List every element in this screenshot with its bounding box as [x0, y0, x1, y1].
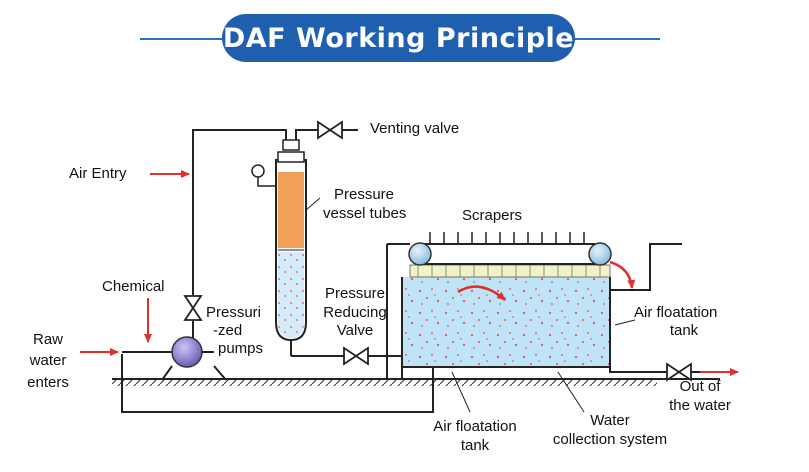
leader-lines [305, 197, 636, 413]
title-rule-right [568, 38, 660, 40]
air-floatation-tank-right-label-1: Air floatation [634, 304, 718, 321]
out-of-water-label-2: the water [669, 397, 731, 414]
chemical-label: Chemical [102, 278, 165, 295]
page-title: DAF Working Principle [222, 14, 575, 62]
raw-water-label-2: water [29, 352, 67, 369]
pressure-vessel [275, 139, 307, 356]
pumps-label-3: pumps [218, 340, 264, 357]
pressure-gauge [251, 164, 276, 187]
water-collection-label-1: Water [590, 412, 630, 429]
pumps-label-2: -zed [213, 322, 243, 339]
air-floatation-tank [386, 243, 682, 379]
air-entry-label: Air Entry [69, 165, 127, 182]
title-rule-left [140, 38, 230, 40]
raw-water-label-1: Raw [32, 331, 63, 348]
air-floatation-tank-bottom-label-1: Air floatation [433, 418, 517, 435]
out-of-water-label-1: Out of [679, 378, 721, 395]
venting-valve-label: Venting valve [370, 120, 460, 137]
water-collection-label-2: collection system [552, 431, 668, 448]
pressure-reducing-line [291, 346, 402, 366]
raw-water-label-3: enters [27, 374, 69, 391]
pressure-vessel-label-2: vessel tubes [323, 205, 407, 222]
pump-check-valve [183, 295, 203, 321]
reducing-valve-label-2: Reducing [323, 304, 387, 321]
pump-riser-pipe [192, 129, 287, 342]
scrapers-label: Scrapers [462, 207, 523, 224]
foam-layer [409, 264, 611, 278]
air-floatation-tank-right-label-2: tank [669, 322, 699, 339]
reducing-valve-label-3: Valve [336, 322, 374, 339]
pressure-vessel-label-1: Pressure [334, 186, 395, 203]
scraper-mechanism [408, 232, 636, 289]
reducing-valve-label-1: Pressure [324, 285, 386, 302]
pumps-label-1: Pressuri [206, 304, 262, 321]
air-floatation-tank-bottom-label-2: tank [460, 437, 490, 454]
pressurized-pump [161, 336, 227, 381]
ground [112, 378, 720, 386]
outlet-valve [666, 362, 739, 382]
venting-line [295, 120, 358, 144]
